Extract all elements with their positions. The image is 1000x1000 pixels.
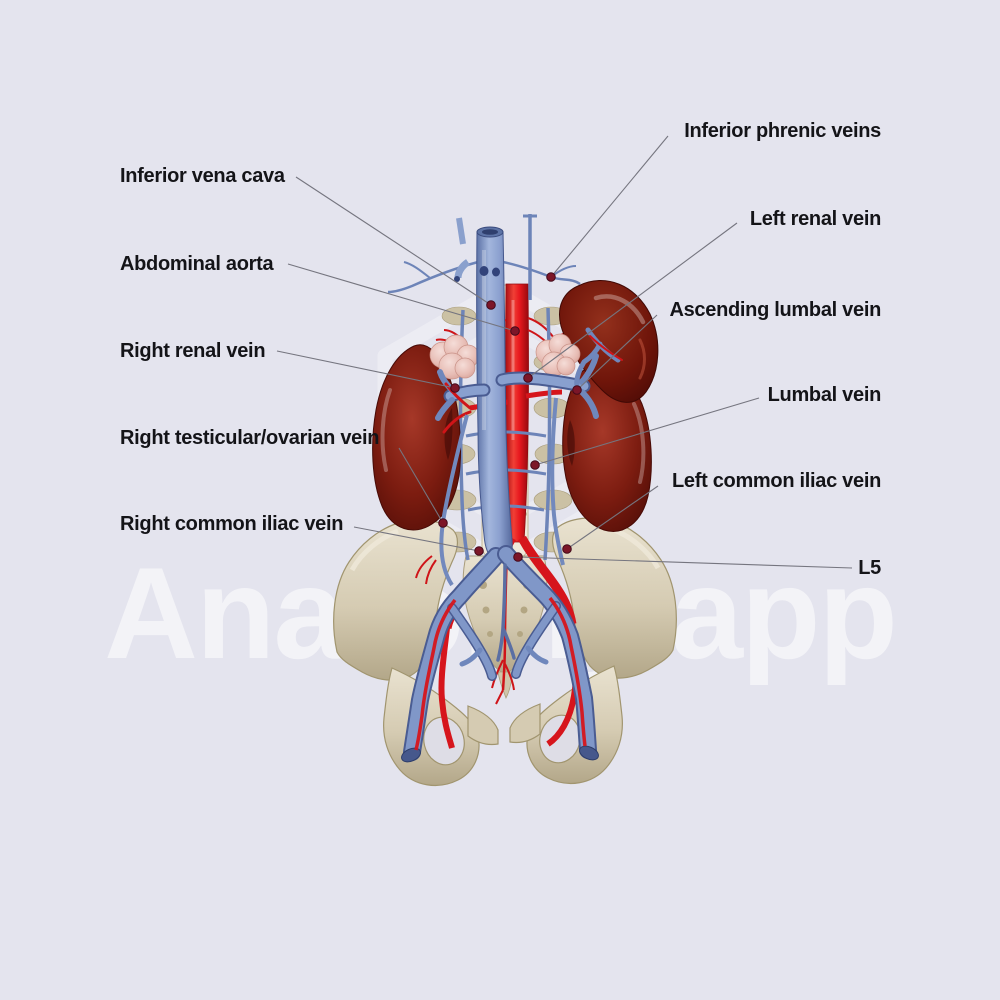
- label-right-common-iliac-vein: Right common iliac vein: [120, 513, 344, 535]
- label-right-renal-vein: Right renal vein: [120, 340, 266, 362]
- label-inferior-vena-cava: Inferior vena cava: [120, 165, 285, 187]
- pin-inferior-phrenic-veins[interactable]: [546, 272, 556, 282]
- pin-right-testicular-ovarian-vein[interactable]: [438, 518, 448, 528]
- leader-line-inferior-phrenic-veins: [550, 135, 669, 278]
- pin-left-renal-vein[interactable]: [523, 373, 533, 383]
- leader-line-ascending-lumbal-vein: [576, 314, 658, 391]
- leader-line-inferior-vena-cava: [295, 176, 492, 306]
- leader-line-l5: [517, 556, 853, 569]
- leader-line-right-renal-vein: [276, 350, 456, 389]
- label-lumbal-vein: Lumbal vein: [767, 384, 882, 406]
- renal-veins: [435, 327, 623, 434]
- right-obturator-foramen: [423, 716, 465, 766]
- label-right-testicular-ovarian-vein: Right testicular/ovarian vein: [120, 427, 380, 449]
- pin-inferior-vena-cava[interactable]: [486, 300, 496, 310]
- label-inferior-phrenic-veins: Inferior phrenic veins: [684, 120, 881, 142]
- left-ilium-bone: [552, 517, 677, 679]
- pubic-rami: [467, 703, 541, 746]
- leader-line-right-testicular-ovarian-vein: [398, 447, 444, 524]
- label-left-renal-vein: Left renal vein: [749, 208, 881, 230]
- right-kidney: [372, 344, 461, 531]
- pin-right-common-iliac-vein[interactable]: [474, 546, 484, 556]
- pin-l5[interactable]: [513, 552, 523, 562]
- external-iliac-arteries-over: [414, 596, 587, 751]
- label-abdominal-aorta: Abdominal aorta: [120, 253, 274, 275]
- left-kidney: [562, 364, 652, 532]
- leader-line-left-common-iliac-vein: [566, 485, 659, 550]
- pin-ascending-lumbal-vein[interactable]: [572, 385, 582, 395]
- right-adrenal-gland: [429, 334, 480, 380]
- pin-left-common-iliac-vein[interactable]: [562, 544, 572, 554]
- spleen: [559, 280, 659, 403]
- leader-line-left-renal-vein: [527, 222, 738, 379]
- leader-line-lumbal-vein: [534, 397, 760, 466]
- pin-lumbal-vein[interactable]: [530, 460, 540, 470]
- pin-abdominal-aorta[interactable]: [510, 326, 520, 336]
- pin-right-renal-vein[interactable]: [450, 383, 460, 393]
- inferior-vena-cava-vessel: [454, 217, 513, 561]
- leader-line-right-common-iliac-vein: [353, 526, 480, 552]
- label-ascending-lumbal-vein: Ascending lumbal vein: [669, 299, 881, 321]
- leader-line-abdominal-aorta: [287, 263, 516, 332]
- label-left-common-iliac-vein: Left common iliac vein: [671, 470, 881, 492]
- label-l5: L5: [858, 557, 881, 579]
